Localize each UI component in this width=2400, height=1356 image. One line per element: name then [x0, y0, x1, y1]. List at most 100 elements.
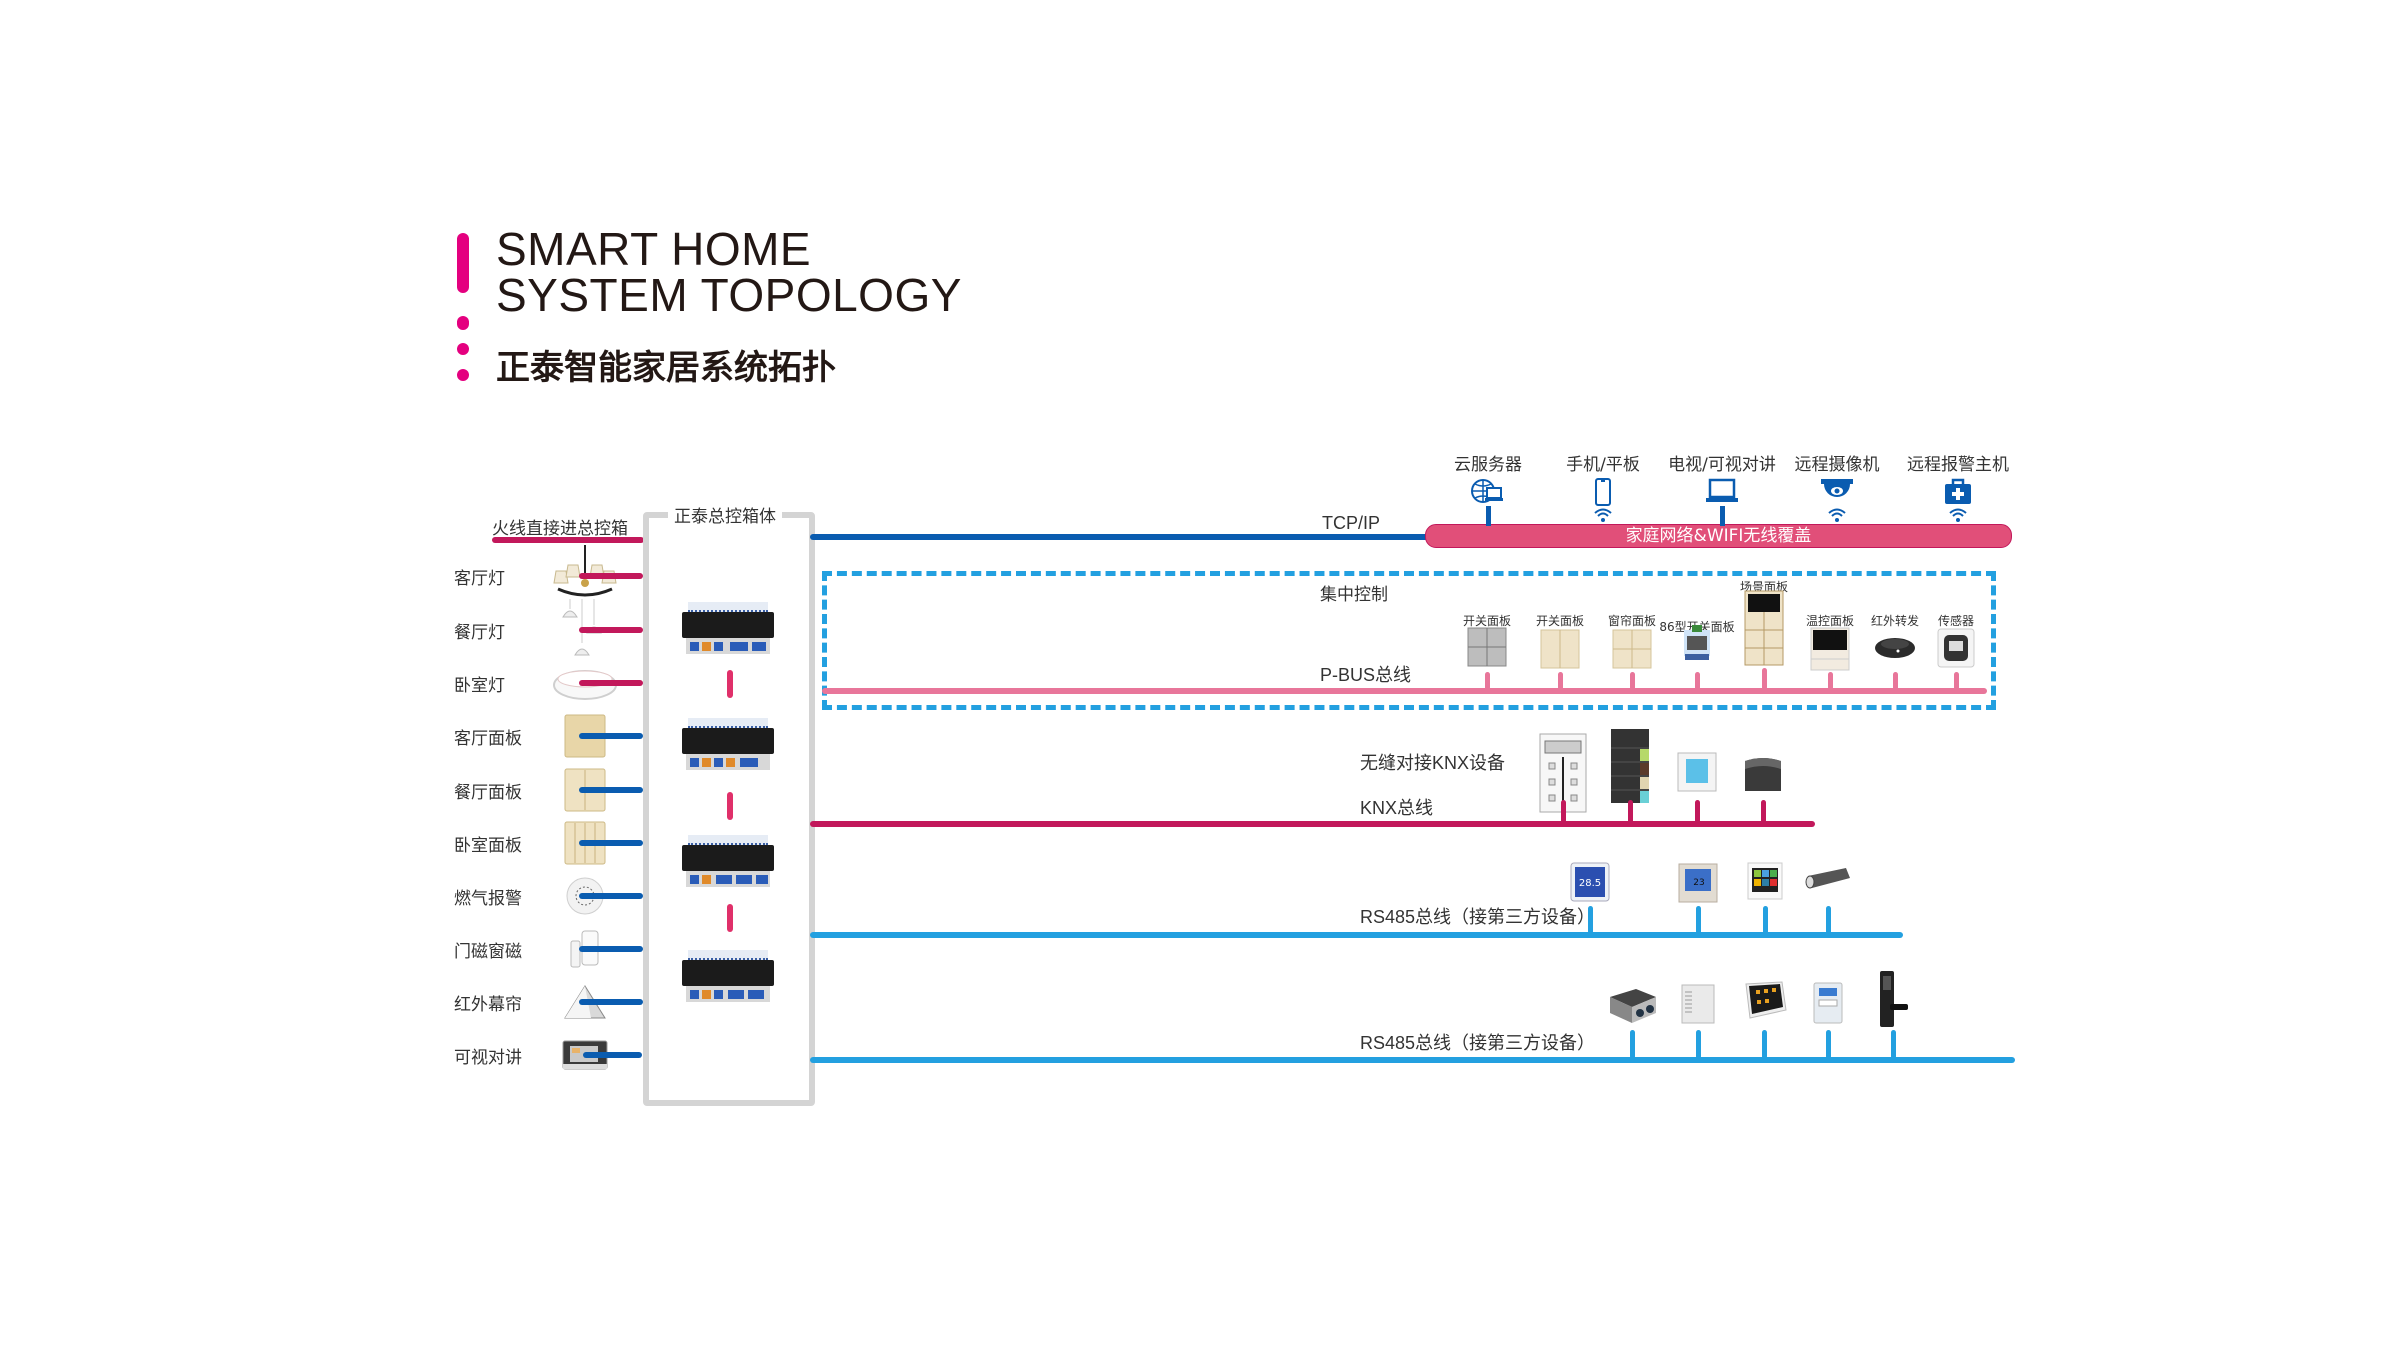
- network-endpoint-label: 远程报警主机: [1907, 455, 2009, 475]
- pbus-drop: [1762, 668, 1767, 690]
- floor-heating-thermostat-icon: 23: [1672, 863, 1724, 903]
- bus-drop: [1762, 1030, 1767, 1059]
- left-device-wire: [579, 733, 643, 739]
- left-device-label: 门磁窗磁: [454, 942, 522, 962]
- title-accent-bar: [457, 233, 469, 293]
- curtain-motor-icon: [1802, 866, 1854, 890]
- endpoint-wire: [1720, 506, 1725, 526]
- left-device-wire: [583, 1052, 642, 1058]
- bus-drop: [1588, 906, 1593, 934]
- type86-switch-module-icon: [1673, 624, 1721, 662]
- pbus-drop: [1485, 672, 1490, 690]
- curtain-panel-icon: [1608, 629, 1656, 669]
- rs485-bus-2-label: RS485总线（接第三方设备）: [1360, 1033, 1596, 1053]
- knx-dark-device-icon: [1737, 755, 1789, 795]
- left-device-label: 客厅灯: [454, 569, 505, 589]
- title-line-1: SMART HOME: [496, 223, 812, 275]
- scene-panel-icon: [1740, 590, 1788, 666]
- left-device-wire: [579, 573, 643, 579]
- network-endpoint-label: 云服务器: [1454, 455, 1522, 475]
- svg-text:23: 23: [1693, 878, 1704, 888]
- fresh-air-unit-icon: [1606, 985, 1658, 1025]
- rs485-bus-2-line: [810, 1057, 2015, 1063]
- dome-camera-icon: [1819, 478, 1855, 508]
- network-endpoint-label: 电视/可视对讲: [1668, 455, 1776, 475]
- pbus-device-label: 开关面板: [1462, 614, 1511, 628]
- title-line-2: SYSTEM TOPOLOGY: [496, 269, 962, 321]
- network-endpoint-label: 远程摄像机: [1794, 455, 1880, 475]
- bus-drop: [1628, 800, 1633, 823]
- left-device-wire: [579, 680, 643, 686]
- left-device-label: 餐厅面板: [454, 783, 522, 803]
- wifi-icon: [1828, 507, 1846, 523]
- power-input-label: 火线直接进总控箱: [492, 519, 628, 539]
- switch-panel-gold-icon: [1536, 629, 1584, 669]
- blue-thermostat-icon: 28.5: [1564, 862, 1616, 902]
- endpoint-wire: [1486, 506, 1491, 526]
- pbus-device-label: 窗帘面板: [1607, 614, 1656, 628]
- svg-text:28.5: 28.5: [1579, 878, 1601, 889]
- sensor-icon: [1932, 628, 1980, 668]
- tcp-ip-label: TCP/IP: [1322, 513, 1381, 533]
- pbus-device-label: 红外转发: [1870, 614, 1919, 628]
- knx-devices-label: 无缝对接KNX设备: [1360, 753, 1506, 773]
- central-control-label: 集中控制: [1320, 585, 1388, 605]
- ir-repeater-icon: [1871, 636, 1919, 660]
- pbus-drop: [1954, 672, 1959, 690]
- bus-drop: [1696, 906, 1701, 934]
- pbus-drop: [1893, 672, 1898, 690]
- control-module: [682, 835, 774, 891]
- module-link: [727, 904, 733, 932]
- left-device-wire: [579, 787, 643, 793]
- wifi-icon: [1949, 507, 1967, 523]
- module-link: [727, 670, 733, 698]
- electric-meter-icon: [1802, 982, 1854, 1024]
- left-device-wire: [579, 946, 643, 952]
- knx-color-keypad-icon: [1604, 728, 1656, 804]
- title-chinese: 正泰智能家居系统拓扑: [496, 348, 836, 388]
- laptop-icon: [1704, 478, 1740, 508]
- left-device-label: 客厅面板: [454, 729, 522, 749]
- control-box-title: 正泰总控箱体: [668, 502, 782, 527]
- rs485-bus-1-line: [810, 932, 1903, 938]
- tablet-controller-icon: [1738, 980, 1790, 1022]
- pbus-device-label: 传感器: [1937, 614, 1974, 628]
- left-device-label: 红外幕帘: [454, 995, 522, 1015]
- switch-panel-gray-icon: [1463, 627, 1511, 667]
- bus-drop: [1696, 1030, 1701, 1059]
- left-device-label: 卧室灯: [454, 676, 505, 696]
- pbus-line: [822, 688, 1987, 694]
- smart-door-lock-icon: [1867, 970, 1919, 1028]
- left-device-wire: [579, 627, 643, 633]
- ac-outdoor-unit-icon: [1672, 982, 1724, 1024]
- left-device-label: 餐厅灯: [454, 623, 505, 643]
- knx-thermostat-icon: [1671, 752, 1723, 792]
- title-accent-dot: [457, 316, 469, 330]
- cloud-server-icon: [1470, 478, 1506, 508]
- home-network-wifi-bar: 家庭网络&WIFI无线覆盖: [1425, 524, 2012, 548]
- network-endpoint-label: 手机/平板: [1566, 455, 1640, 475]
- left-device-label: 可视对讲: [454, 1048, 522, 1068]
- thermostat-panel-icon: [1806, 627, 1854, 671]
- pbus-drop: [1828, 672, 1833, 690]
- pbus-device-label: 温控面板: [1805, 614, 1854, 628]
- bus-drop: [1630, 1030, 1635, 1059]
- title-accent-dot: [457, 369, 469, 381]
- left-device-label: 燃气报警: [454, 889, 522, 909]
- alarm-host-icon: [1940, 478, 1976, 508]
- central-control-group: [822, 571, 1996, 710]
- left-device-wire: [579, 893, 643, 899]
- title-accent-dot: [457, 343, 469, 355]
- left-device-label: 卧室面板: [454, 836, 522, 856]
- knx-bus-label: KNX总线: [1360, 798, 1434, 818]
- tcp-ip-line: [810, 534, 1430, 540]
- pbus-drop: [1558, 672, 1563, 690]
- bus-drop: [1761, 800, 1766, 823]
- bus-drop: [1561, 800, 1566, 823]
- bus-drop: [1826, 906, 1831, 934]
- bus-drop: [1891, 1030, 1896, 1059]
- control-module: [682, 718, 774, 774]
- pbus-drop: [1695, 672, 1700, 690]
- bus-drop: [1695, 800, 1700, 823]
- left-device-wire: [579, 999, 643, 1005]
